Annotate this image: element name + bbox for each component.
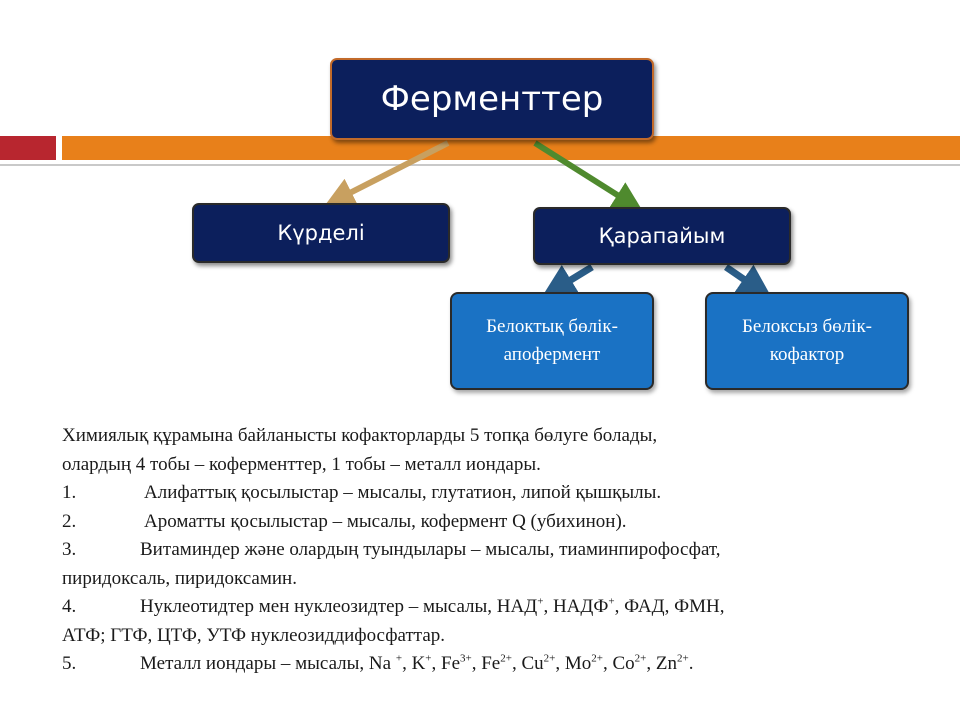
accent-band-gap — [56, 136, 62, 160]
list-item-4: 4. Нуклеотидтер мен нуклеозидтер – мысалы… — [62, 593, 922, 622]
list-item-5-prefix: Металл иондары – мысалы, Na — [140, 653, 396, 674]
node-nonprotein-part-line2: кофактор — [769, 344, 845, 365]
ion-separator: , — [602, 653, 608, 674]
arrow-simple-to-protein — [541, 264, 594, 299]
list-item-5: 5.Металл иондары – мысалы, Na +, K+, Fe3… — [62, 650, 922, 679]
ion-separator: , — [646, 653, 652, 674]
accent-band-red — [0, 136, 56, 160]
ion-symbol: K — [406, 653, 426, 674]
ion-separator: , — [555, 653, 561, 674]
ion-separator: , — [431, 653, 437, 674]
list-item-3: 3. Витаминдер және олардың туындылары – м… — [62, 536, 922, 565]
ion-charge: 2+ — [677, 652, 689, 665]
list-item-4-text-b: , НАДФ — [543, 596, 609, 617]
ion-symbol: Fe — [476, 653, 501, 674]
ion-charge: 2+ — [634, 652, 647, 665]
node-complex-label: Күрделі — [277, 221, 365, 245]
node-nonprotein-part-line1: Белоксыз бөлік- — [741, 316, 873, 337]
intro-line-2: олардың 4 тобы – коферменттер, 1 тобы – … — [62, 453, 541, 475]
ion-symbol: Co — [607, 653, 635, 674]
list-item-4-number: 4. — [62, 596, 77, 617]
list-item-4-continuation: АТФ; ГТФ, ЦТФ, УТФ нуклеозиддифосфаттар. — [62, 624, 445, 646]
ion-charge: 3+ — [460, 652, 472, 665]
node-enzymes-label: Ферменттер — [380, 79, 604, 119]
node-protein-part: Белоктық бөлік- апофермент — [450, 292, 654, 390]
ion-separator: , — [511, 653, 517, 674]
node-protein-part-line1: Белоктық бөлік- — [486, 316, 618, 337]
ion-symbol: Fe — [436, 653, 461, 674]
accent-line — [0, 164, 960, 166]
arrow-simple-to-nonprotein — [724, 264, 773, 299]
node-protein-part-line2: апофермент — [503, 344, 601, 365]
ion-symbol: Zn — [651, 653, 677, 674]
list-item-2-number: 2. — [62, 510, 77, 532]
ion-symbol: Cu — [516, 653, 544, 674]
list-item-1-number: 1. — [62, 482, 77, 503]
ion-charge: + — [395, 652, 403, 665]
ion-charge: 2+ — [500, 652, 512, 665]
accent-band-orange — [62, 136, 960, 160]
ion-charge: 2+ — [591, 652, 603, 665]
node-nonprotein-part: Белоксыз бөлік- кофактор — [705, 292, 909, 390]
list-item-4-sup-b: + — [608, 595, 615, 608]
node-simple-label: Қарапайым — [598, 224, 726, 248]
list-item-4-sup-a: + — [537, 595, 544, 608]
list-item-3-continuation: пиридоксаль, пиридоксамин. — [62, 567, 297, 589]
ion-separator: , — [471, 653, 477, 674]
ion-charge: + — [425, 652, 432, 665]
list-item-5-text: Металл иондары – мысалы, Na +, K+, Fe3+,… — [140, 653, 693, 674]
ion-charge: 2+ — [543, 652, 556, 665]
list-item-2-text: Ароматты қосылыстар – мысалы, кофермент … — [144, 510, 627, 532]
list-item-1: 1. Алифаттық қосылыстар – мысалы, глутати… — [62, 479, 922, 508]
ion-separator: , — [402, 653, 407, 674]
node-enzymes: Ферменттер — [330, 58, 654, 140]
ion-symbol: Mo — [560, 653, 592, 674]
list-item-2: 2. Ароматты қосылыстар – мысалы, кофермен… — [62, 508, 922, 537]
list-item-3-text: Витаминдер және олардың туындылары – мыс… — [140, 539, 721, 560]
cofactor-text: Химиялық құрамына байланысты кофакторлар… — [62, 422, 922, 679]
list-item-1-text: Алифаттық қосылыстар – мысалы, глутатион… — [144, 482, 662, 503]
node-simple: Қарапайым — [533, 207, 791, 265]
ion-separator: . — [688, 653, 694, 674]
list-item-5-number: 5. — [62, 653, 77, 674]
node-complex: Күрделі — [192, 203, 450, 263]
intro-line-1: Химиялық құрамына байланысты кофакторлар… — [62, 425, 658, 446]
list-item-4-text-c: , ФАД, ФМН, — [614, 596, 725, 617]
list-item-3-number: 3. — [62, 539, 77, 560]
list-item-4-text-a: Нуклеотидтер мен нуклеозидтер – мысалы, … — [140, 596, 538, 617]
